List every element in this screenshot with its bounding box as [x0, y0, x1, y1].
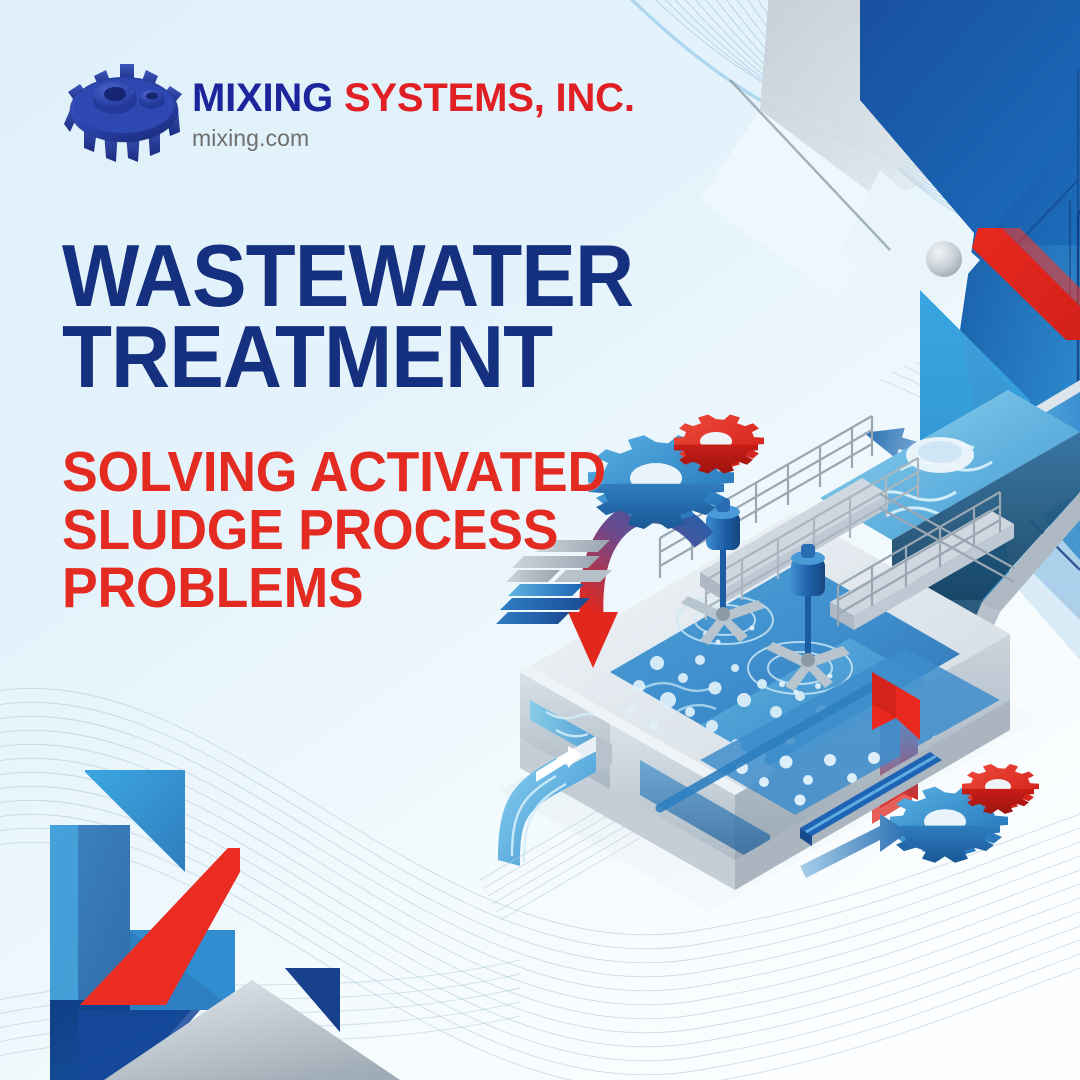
brand-name-secondary: SYSTEMS, INC.	[343, 76, 635, 120]
submersible-mixer-2	[766, 544, 850, 691]
influent-channel	[479, 736, 641, 921]
headline-line-1: WASTEWATER	[62, 226, 634, 325]
subheadline-line-1: SOLVING ACTIVATED	[62, 440, 606, 504]
sludge-return-pipe	[800, 752, 942, 846]
impeller-mixer-icon	[64, 64, 182, 162]
headline-line-2: TREATMENT	[62, 306, 553, 406]
page-title: WASTEWATER TREATMENT	[62, 226, 676, 406]
brand-website[interactable]: mixing.com	[192, 125, 310, 151]
bottom-flow-arrow	[800, 814, 908, 878]
subheadline-line-3: PROBLEMS	[62, 556, 364, 621]
bottom-left-geometry	[50, 770, 400, 1080]
brand-wordmark: MIXING SYSTEMS, INC. mixing.com	[192, 56, 635, 152]
subheadline-line-2: SLUDGE PROCESS	[62, 498, 559, 563]
data-bar-accent	[496, 540, 612, 624]
brand-logo[interactable]: MIXING SYSTEMS, INC. mixing.com	[64, 56, 635, 168]
decor-sphere	[926, 241, 962, 277]
gear-red-top	[674, 414, 764, 474]
wave-lines-bottom	[0, 687, 1080, 1080]
gear-red-bottom	[962, 764, 1039, 814]
page-subtitle: SOLVING ACTIVATED SLUDGE PROCESS PROBLEM…	[62, 440, 641, 621]
brand-name-primary: MIXING	[192, 76, 334, 120]
